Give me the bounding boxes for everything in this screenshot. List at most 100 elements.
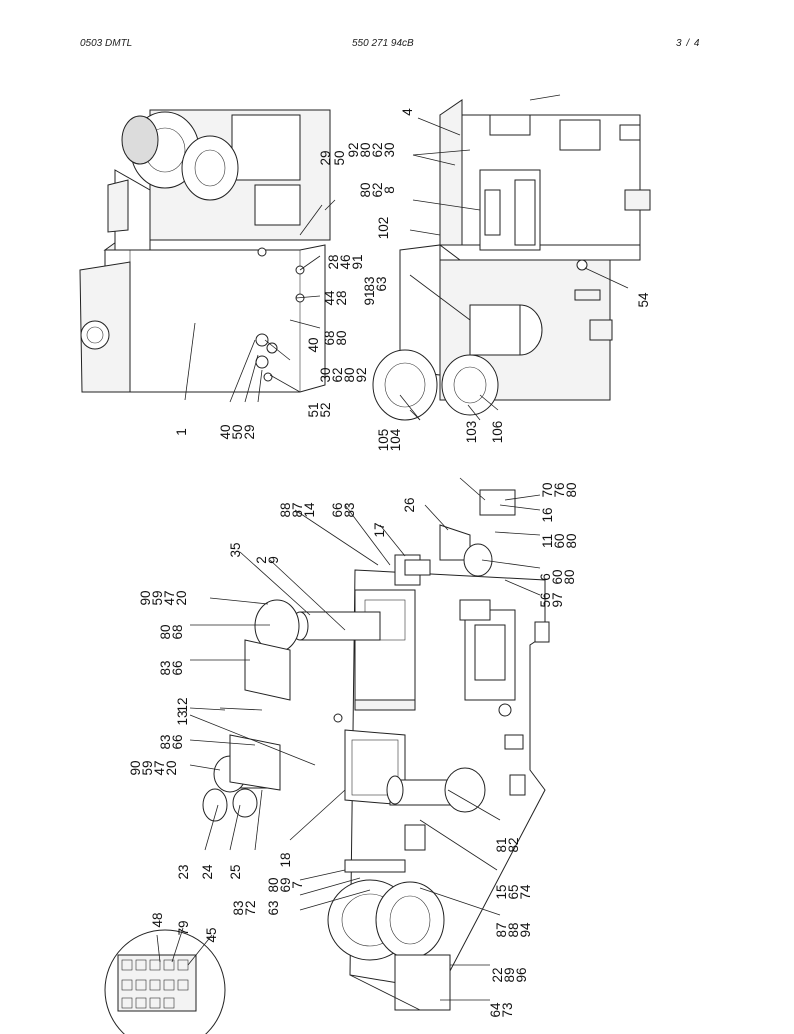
callout-label: 68 — [322, 330, 337, 345]
callout-label: 59 — [150, 590, 165, 605]
callout-label: 83 — [342, 502, 357, 517]
callout-label: 104 — [388, 428, 403, 451]
callout-label: 35 — [228, 542, 243, 557]
header-doc-code: 0503 DMTL — [80, 38, 133, 49]
callout-label: 20 — [164, 760, 179, 775]
top-right-assembly — [372, 94, 651, 421]
callout-label: 60 — [552, 533, 567, 548]
callout-label: 72 — [243, 900, 258, 915]
callout-label: 4 — [400, 108, 415, 116]
callout-label: 83 — [158, 734, 173, 749]
callout-label: 94 — [518, 922, 533, 938]
callout-label: 29 — [242, 424, 257, 439]
callout-label: 66 — [170, 660, 185, 675]
callout-label: 50 — [230, 424, 245, 439]
connector-detail-inset — [104, 927, 226, 1034]
callout-label: 92 — [354, 367, 369, 382]
callout-label: 20 — [174, 590, 189, 605]
callout-label: 80 — [562, 569, 577, 584]
callout-label: 91 — [350, 254, 365, 269]
callout-label: 87 — [290, 502, 305, 517]
callout-label: 46 — [338, 254, 353, 269]
callout-label: 62 — [370, 182, 385, 197]
callout-label: 13 — [175, 710, 190, 725]
callout-label: 87 — [494, 922, 509, 937]
callout-label: 17 — [372, 522, 387, 537]
callout-label: 106 — [490, 421, 505, 444]
callout-label: 81 — [494, 837, 509, 852]
callout-label: 11 — [540, 534, 555, 548]
callout-label: 40 — [306, 337, 321, 352]
callout-label: 92 — [346, 142, 361, 157]
callout-label: 6 — [538, 573, 553, 581]
callout-label: 30 — [382, 142, 397, 157]
callout-label: 9 — [266, 556, 281, 564]
callout-label: 54 — [636, 292, 651, 308]
callout-label: 80 — [158, 624, 173, 639]
callout-label: 30 — [318, 367, 333, 382]
callout-label: 60 — [550, 569, 565, 584]
callout-label: 64 — [488, 1002, 503, 1018]
callout-label: 82 — [506, 837, 521, 852]
callout-label: 97 — [550, 592, 565, 607]
top-left-assembly — [79, 109, 336, 403]
callout-label: 18 — [278, 852, 293, 867]
callout-label: 68 — [170, 624, 185, 639]
callout-label: 7 — [290, 881, 305, 889]
callout-label: 91 — [362, 290, 377, 305]
callout-label: 80 — [564, 482, 579, 497]
callout-label: 80 — [358, 182, 373, 197]
callout-label: 105 — [376, 429, 391, 452]
callout-label: 66 — [170, 734, 185, 749]
callout-label: 74 — [518, 884, 533, 900]
callout-label: 26 — [402, 497, 417, 512]
callout-label: 40 — [218, 424, 233, 439]
callout-label: 83 — [362, 276, 377, 291]
callout-label: 28 — [326, 254, 341, 269]
callout-label: 73 — [500, 1002, 515, 1017]
callout-label: 62 — [370, 142, 385, 157]
callout-label: 29 — [318, 150, 333, 165]
callout-label: 80 — [334, 330, 349, 345]
callout-label: 69 — [278, 877, 293, 892]
callout-label: 80 — [342, 367, 357, 382]
callout-label: 90 — [138, 590, 153, 605]
callout-label: 90 — [128, 760, 143, 775]
callout-label: 47 — [162, 590, 177, 605]
bottom-exploded-assembly — [189, 477, 550, 1011]
callout-label: 45 — [204, 927, 219, 942]
callout-label: 51 — [306, 402, 321, 417]
callout-label: 76 — [552, 482, 567, 497]
header-page-number: 3 / 4 — [676, 38, 701, 49]
callout-label: 79 — [176, 920, 191, 935]
callout-label: 15 — [494, 884, 509, 899]
callout-label: 59 — [140, 760, 155, 775]
callout-label: 80 — [266, 877, 281, 892]
callout-label: 28 — [334, 290, 349, 305]
callout-label: 47 — [152, 760, 167, 775]
callout-label: 80 — [358, 142, 373, 157]
callout-label: 66 — [330, 502, 345, 517]
callout-label: 62 — [330, 367, 345, 382]
callout-label: 65 — [506, 884, 521, 899]
callout-label: 96 — [514, 967, 529, 982]
callout-label: 103 — [464, 421, 479, 444]
callout-label: 70 — [540, 482, 555, 497]
callout-label: 89 — [502, 967, 517, 982]
callout-label: 56 — [538, 592, 553, 607]
callout-label: 22 — [490, 967, 505, 982]
callout-label: 63 — [266, 900, 281, 915]
callout-label: 1 — [174, 428, 189, 436]
callout-label: 16 — [540, 507, 555, 522]
callout-label: 23 — [176, 864, 191, 879]
callout-label: 52 — [318, 402, 333, 417]
callout-label: 2 — [254, 556, 269, 564]
callout-label: 88 — [278, 502, 293, 517]
callout-label: 83 — [231, 900, 246, 915]
callout-label: 14 — [302, 502, 317, 518]
callout-label: 88 — [506, 922, 521, 937]
callout-label: 44 — [322, 290, 337, 306]
